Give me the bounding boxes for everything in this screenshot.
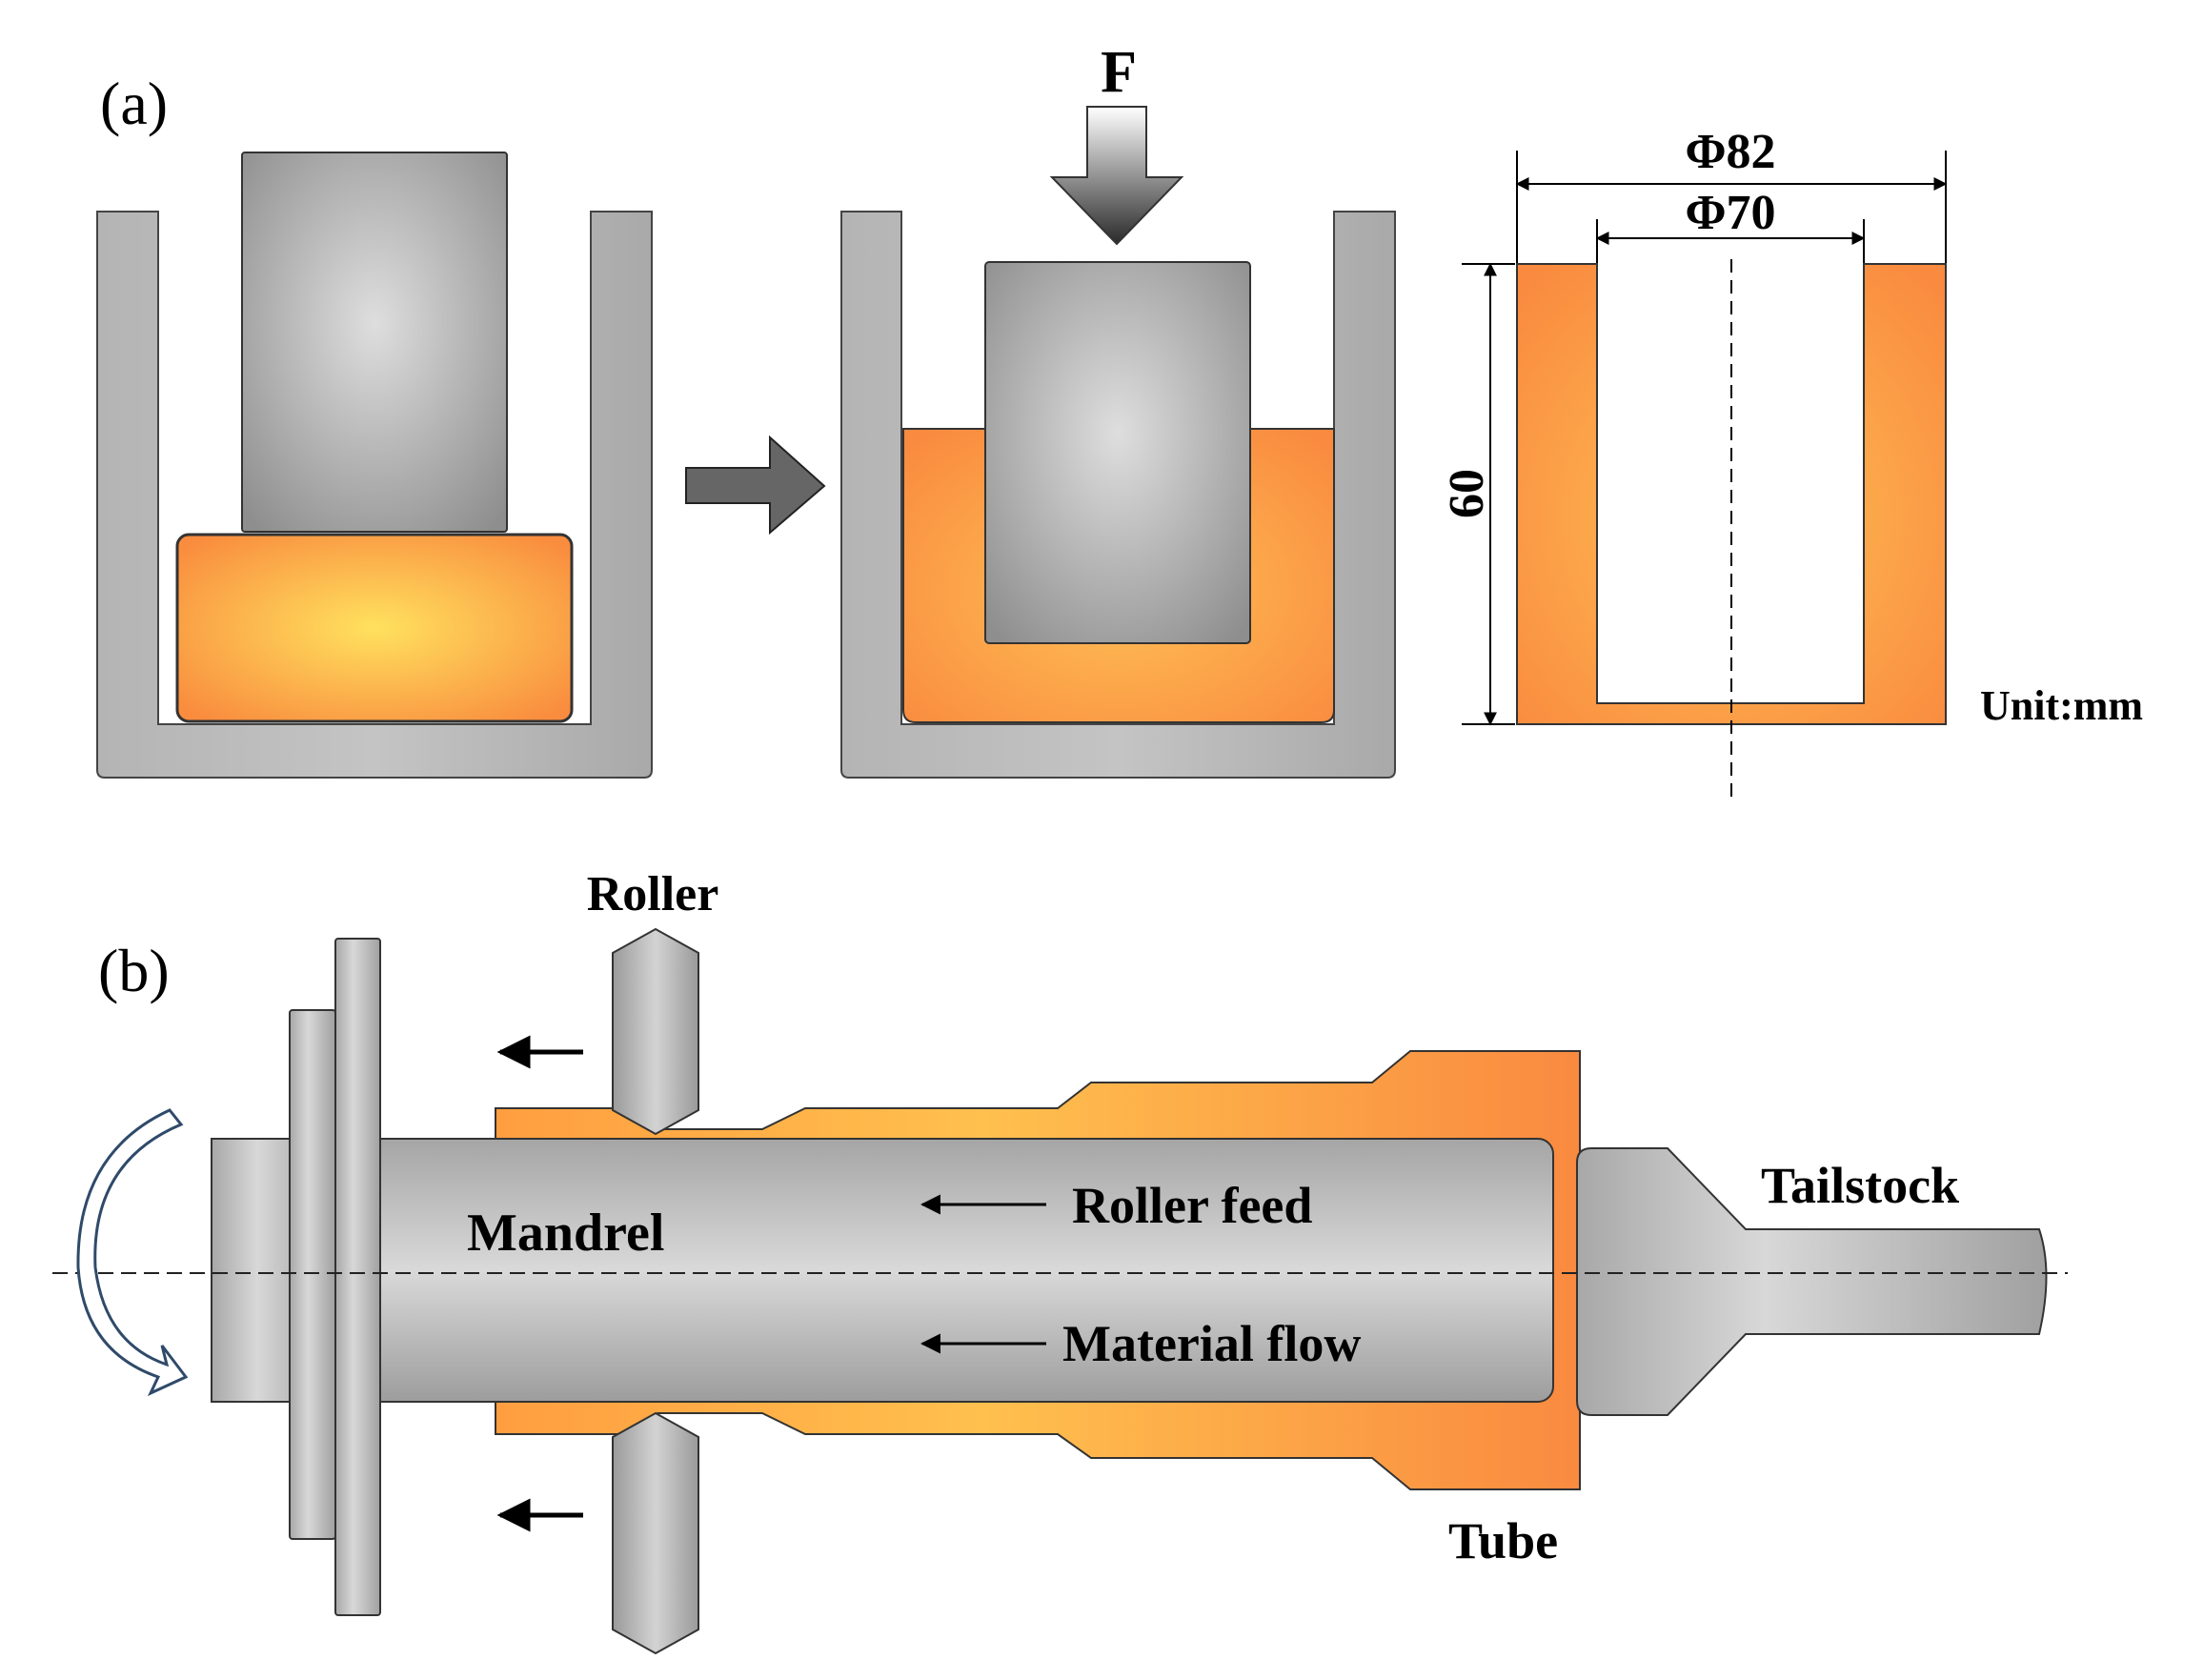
force-label: F <box>1101 40 1137 105</box>
force-arrow <box>1049 106 1184 246</box>
billet <box>175 533 574 723</box>
mandrel <box>342 1138 1554 1403</box>
tailstock <box>1576 1147 2048 1416</box>
process-arrow <box>685 435 826 536</box>
rotation-arrow-icon <box>76 1108 189 1397</box>
roller-feed-label: Roller feed <box>1072 1177 1312 1234</box>
panel-b-label: (b) <box>98 937 170 1004</box>
container-step2 <box>840 211 1396 779</box>
dim-inner-diameter: Φ70 <box>1685 186 1775 240</box>
dim-height: 60 <box>1440 469 1494 518</box>
tailstock-label: Tailstock <box>1761 1157 1959 1214</box>
container-wall <box>96 211 653 779</box>
roller-bottom <box>612 1411 699 1655</box>
panel-a-label: (a) <box>100 70 168 137</box>
cup-section <box>1516 263 1947 725</box>
dim-outer-diameter: Φ82 <box>1685 125 1775 179</box>
punch <box>984 261 1251 644</box>
container-step1 <box>96 152 653 779</box>
roller-top <box>612 927 699 1136</box>
roller-label: Roller <box>587 867 719 921</box>
material-flow-label: Material flow <box>1062 1315 1361 1372</box>
container-wall <box>840 211 1396 779</box>
unit-label: Unit:mm <box>1980 682 2143 729</box>
flange-outer <box>334 938 381 1616</box>
mandrel-label: Mandrel <box>467 1204 664 1263</box>
cup-drawing: Φ82 Φ70 60 Unit:mm <box>1440 125 2143 800</box>
flange-inner <box>289 1009 336 1540</box>
tube-label: Tube <box>1448 1512 1558 1569</box>
punch <box>241 152 508 533</box>
